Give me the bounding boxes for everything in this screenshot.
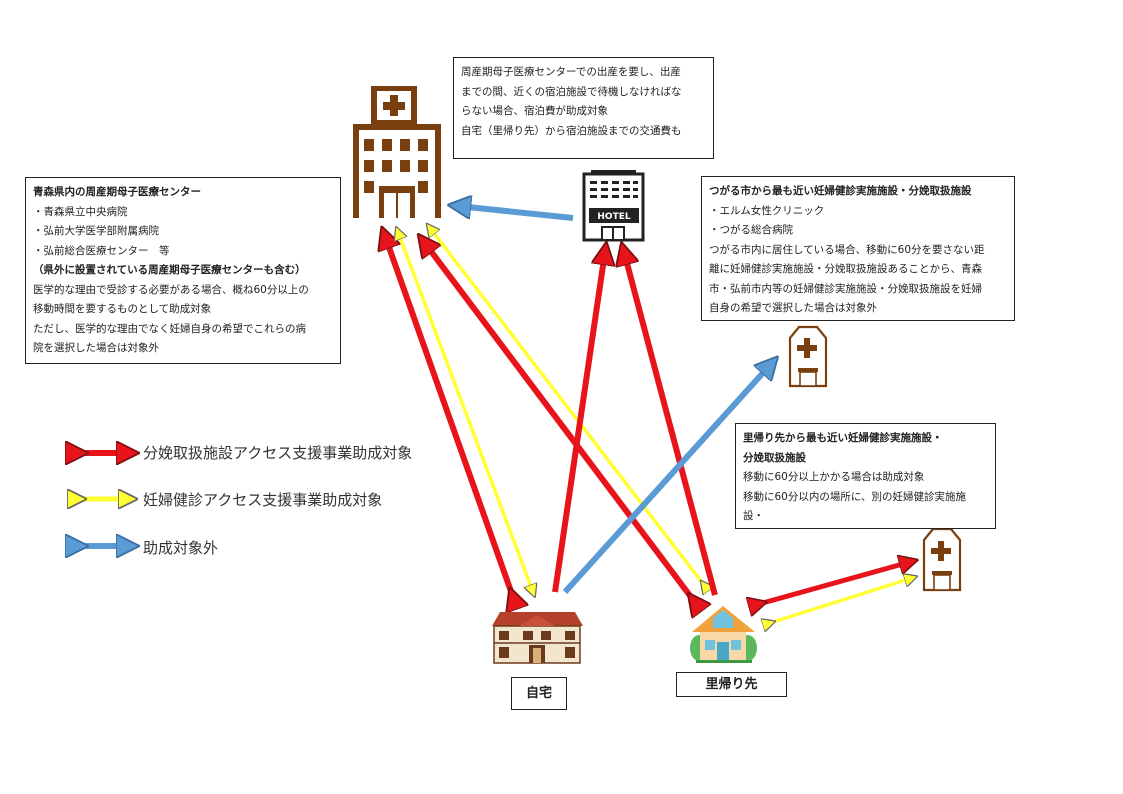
satogaeri-box-title: 分娩取扱施設	[743, 451, 806, 464]
hotel-note: らない場合、宿泊費が助成対象	[461, 105, 608, 117]
tsugaru-note: 市・弘前市内等の妊婦健診実施施設・分娩取扱施設を妊婦	[709, 282, 982, 295]
arrow-yellow-home-perinatal	[398, 232, 533, 592]
clinic-icon	[788, 325, 828, 388]
hotel-note: 周産期母子医療センターでの出産を要し、出産	[461, 66, 681, 78]
house-icon	[492, 612, 583, 664]
legend-arrows	[78, 453, 129, 546]
satogaeri-box-title: 里帰り先から最も近い妊婦健診実施施設・	[743, 432, 943, 444]
satogaeri-note: 移動に60分以内の場所に、別の妊婦健診実施施	[743, 490, 967, 503]
legend-yellow-label: 妊婦健診アクセス支援事業助成対象	[143, 491, 383, 509]
perinatal-note: ただし、医学的な理由でなく妊婦自身の希望でこれらの病	[33, 322, 306, 335]
arrows-layer	[385, 206, 912, 623]
clinic-icon	[922, 527, 962, 592]
legend-red-label: 分娩取扱施設アクセス支援事業助成対象	[143, 444, 413, 462]
family-house-icon	[690, 606, 757, 663]
satogaeri-note: 設・	[743, 510, 764, 522]
arrow-blue-home-clinic	[562, 364, 771, 595]
tsugaru-note: 自身の希望で選択した場合は対象外	[709, 302, 877, 314]
tsugaru-box-title: つがる市から最も近い妊婦健診実施施設・分娩取扱施設	[709, 185, 972, 197]
legend-blue-label: 助成対象外	[143, 539, 219, 557]
satogaeri-label: 里帰り先	[676, 672, 787, 697]
arrow-yellow-satogaeri-clinic	[770, 578, 912, 623]
perinatal-box-title: 青森県内の周産期母子医療センター	[33, 186, 201, 198]
perinatal-center-info-box: 青森県内の周産期母子医療センター ・青森県立中央病院 ・弘前大学医学部附属病院 …	[25, 177, 341, 364]
tsugaru-note: つがる市内に居住している場合、移動に60分を要さない距	[709, 243, 985, 256]
perinatal-item: ・弘前大学医学部附属病院	[33, 225, 159, 237]
perinatal-note: 院を選択した場合は対象外	[33, 342, 159, 354]
hotel-sign: HOTEL	[597, 212, 630, 222]
hotel-info-box: 周産期母子医療センターでの出産を要し、出産 までの間、近くの宿泊施設で待機しなけ…	[453, 57, 714, 159]
hotel-building-icon: HOTEL	[582, 170, 645, 242]
arrow-yellow-satogaeri-perinatal	[430, 228, 704, 585]
tsugaru-note: 離に妊婦健診実施施設・分娩取扱施設あることから、青森	[709, 263, 982, 275]
arrow-red-satogaeri-clinic	[759, 562, 910, 604]
satogaeri-info-box: 里帰り先から最も近い妊婦健診実施施設・ 分娩取扱施設 移動に60分以上かかる場合…	[735, 423, 996, 529]
arrow-red-satogaeri-hotel	[624, 252, 718, 596]
hospital-building-icon	[353, 86, 441, 218]
arrow-red-home-perinatal	[385, 236, 513, 597]
perinatal-item: ・弘前総合医療センター 等	[33, 244, 170, 257]
perinatal-note: 移動時間を要するものとして助成対象	[33, 303, 212, 315]
hotel-note: までの間、近くの宿泊施設で待機しなければな	[461, 85, 682, 98]
home-label: 自宅	[511, 677, 567, 710]
hotel-note: 自宅（里帰り先）から宿泊施設までの交通費も	[461, 124, 682, 137]
arrow-blue-hotel-perinatal	[458, 206, 574, 221]
perinatal-box-subtitle: （県外に設置されている周産期母子医療センターも含む）	[33, 264, 306, 276]
satogaeri-note: 移動に60分以上かかる場合は助成対象	[743, 471, 925, 483]
perinatal-note: 医学的な理由で受診する必要がある場合、概ね60分以上の	[33, 283, 309, 296]
arrow-red-home-hotel	[552, 252, 605, 593]
perinatal-item: ・青森県立中央病院	[33, 205, 128, 218]
tsugaru-info-box: つがる市から最も近い妊婦健診実施施設・分娩取扱施設 ・エルム女性クリニック ・つ…	[701, 176, 1015, 321]
tsugaru-item: ・エルム女性クリニック	[709, 204, 825, 217]
tsugaru-item: ・つがる総合病院	[709, 224, 793, 236]
